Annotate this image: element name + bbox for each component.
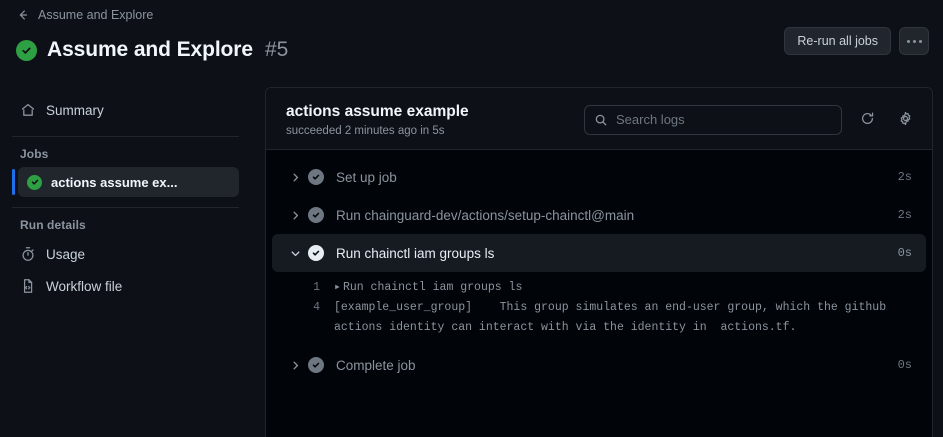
refresh-icon: [860, 111, 875, 129]
selected-job-indicator: [12, 169, 15, 195]
chevron-down-icon: [286, 248, 304, 259]
log-line-text: [example_user_group] This group simulate…: [334, 301, 900, 334]
search-icon: [594, 113, 608, 127]
check-circle-icon: [27, 174, 42, 190]
log-line-number: 4: [313, 301, 320, 314]
step-row-setup-chainctl[interactable]: Run chainguard-dev/actions/setup-chainct…: [272, 196, 926, 234]
page-header: Assume and Explore: [0, 0, 943, 27]
step-label: Complete job: [336, 357, 416, 373]
sidebar-section-run-details: Run details: [20, 218, 86, 232]
chevron-right-icon: [286, 172, 304, 183]
log-line-number: 1: [313, 281, 320, 294]
sidebar-section-jobs: Jobs: [20, 147, 49, 161]
stopwatch-icon: [20, 246, 36, 262]
sidebar: Summary Jobs actions assume ex... Run de…: [0, 78, 251, 437]
search-logs-box: [584, 104, 842, 135]
sidebar-divider-1: [12, 136, 239, 137]
sidebar-item-job-actions-assume-example[interactable]: actions assume ex...: [18, 167, 239, 197]
steps-list: Set up job 2s Run chainguard-dev/actions…: [266, 150, 932, 384]
sidebar-item-summary[interactable]: Summary: [12, 94, 239, 126]
rerun-all-jobs-button[interactable]: Re-run all jobs: [784, 27, 891, 55]
step-duration: 2s: [897, 170, 912, 184]
sidebar-item-label: Workflow file: [46, 278, 123, 294]
header-actions: Re-run all jobs: [784, 27, 929, 55]
sidebar-item-label: Usage: [46, 246, 86, 262]
step-duration: 2s: [897, 208, 912, 222]
log-settings-button[interactable]: [892, 107, 918, 133]
logs-panel-header: actions assume example succeeded 2 minut…: [266, 88, 932, 150]
step-duration: 0s: [897, 246, 912, 260]
job-summary: actions assume example succeeded 2 minut…: [286, 102, 572, 137]
log-line-text: ▸Run chainctl iam groups ls: [334, 278, 918, 298]
workflow-file-icon: [20, 278, 36, 294]
step-label: Set up job: [336, 169, 397, 185]
sidebar-item-usage[interactable]: Usage: [12, 238, 239, 270]
home-icon: [20, 102, 36, 118]
check-circle-icon: [16, 39, 37, 61]
step-label: Run chainguard-dev/actions/setup-chainct…: [336, 207, 635, 223]
page-title: Assume and Explore: [47, 38, 253, 61]
more-options-button[interactable]: [899, 27, 929, 55]
job-status-text: succeeded 2 minutes ago in 5s: [286, 125, 445, 137]
log-line[interactable]: 1 ▸Run chainctl iam groups ls: [266, 278, 932, 298]
main-content: actions assume example succeeded 2 minut…: [251, 78, 943, 437]
body: Summary Jobs actions assume ex... Run de…: [0, 78, 943, 437]
step-duration: 0s: [897, 358, 912, 372]
logs-panel: actions assume example succeeded 2 minut…: [265, 87, 933, 437]
sidebar-item-workflow-file[interactable]: Workflow file: [12, 270, 239, 302]
job-label: actions assume ex...: [51, 174, 178, 190]
job-list: actions assume ex...: [12, 167, 239, 197]
search-logs-input[interactable]: [584, 104, 842, 135]
kebab-menu-icon: [906, 39, 922, 43]
check-circle-icon: [308, 207, 324, 223]
back-link-label: Assume and Explore: [38, 8, 154, 22]
job-title: actions assume example: [286, 103, 469, 120]
log-group-caret-icon[interactable]: ▸: [334, 281, 341, 294]
gear-icon: [898, 111, 913, 129]
step-row-complete-job[interactable]: Complete job 0s: [272, 346, 926, 384]
chevron-right-icon: [286, 210, 304, 221]
run-title-row: Assume and Explore #5: [0, 27, 943, 62]
refresh-logs-button[interactable]: [854, 107, 880, 133]
check-circle-icon: [308, 245, 324, 261]
back-link[interactable]: Assume and Explore: [16, 7, 153, 23]
step-label: Run chainctl iam groups ls: [336, 245, 495, 261]
log-line[interactable]: 4 [example_user_group] This group simula…: [266, 298, 932, 338]
log-line-content: Run chainctl iam groups ls: [342, 281, 523, 294]
log-output: 1 ▸Run chainctl iam groups ls 4 [example…: [266, 272, 932, 346]
check-circle-icon: [308, 169, 324, 185]
sidebar-divider-2: [12, 207, 239, 208]
run-number: #5: [264, 38, 289, 61]
sidebar-item-label: Summary: [46, 102, 104, 118]
arrow-left-icon: [16, 8, 30, 22]
check-circle-icon: [308, 357, 324, 373]
step-row-run-chainctl-iam-groups-ls[interactable]: Run chainctl iam groups ls 0s: [272, 234, 926, 272]
chevron-right-icon: [286, 360, 304, 371]
step-row-set-up-job[interactable]: Set up job 2s: [272, 158, 926, 196]
